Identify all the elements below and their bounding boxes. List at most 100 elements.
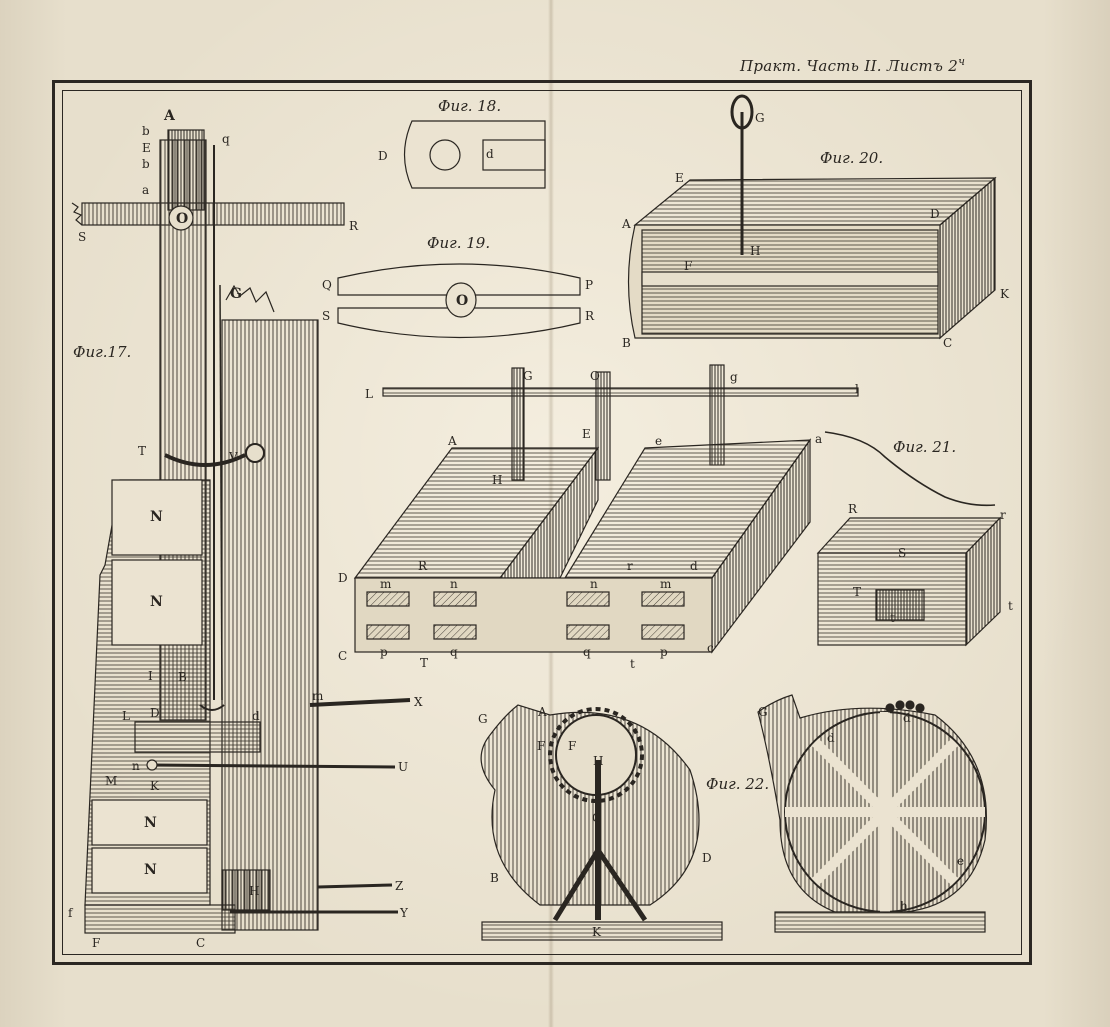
label-17-a: a — [142, 183, 149, 197]
label-21-A: A — [447, 434, 457, 448]
label-17-O: O — [176, 211, 188, 227]
plate-header: Практ. Часть II. Листъ 2ч — [740, 55, 1040, 81]
label-17-m: m — [312, 689, 324, 703]
lever-ll — [382, 387, 859, 397]
figure-19 — [337, 263, 581, 339]
block-n1 — [111, 479, 203, 556]
wheel-bolts — [885, 700, 925, 713]
figure-17 — [71, 129, 411, 934]
wheel-housing-left — [480, 704, 700, 906]
label-17-n: n — [132, 759, 140, 773]
label-17-E: E — [142, 141, 151, 155]
label-21-e: e — [655, 434, 662, 448]
label-21-m2: m — [660, 577, 672, 591]
post-hub-o — [168, 205, 194, 231]
label-21s-S: S — [898, 546, 906, 560]
ring-v — [245, 443, 265, 463]
label-21s-t2: t — [1008, 599, 1013, 613]
label-21-c: c — [707, 641, 714, 655]
column-broken-top — [225, 284, 275, 313]
label-17-C: C — [196, 936, 205, 950]
plate-sheet-suffix: ч — [958, 55, 966, 68]
label-21-R: R — [418, 559, 428, 573]
label-20-G: G — [755, 111, 765, 125]
label-19-O: O — [456, 293, 468, 309]
label-21-T: T — [420, 656, 428, 670]
label-21-p2: p — [660, 645, 668, 659]
hook-d — [199, 704, 225, 711]
label-21s-R: R — [848, 502, 858, 516]
label-20-F: F — [684, 259, 692, 273]
labels-fig19: Q P O S R — [322, 278, 595, 323]
label-17-B: B — [178, 670, 187, 684]
label-17-Y: Y — [399, 906, 409, 920]
labels-fig22-right: G d d e h — [758, 705, 964, 913]
label-20-E: E — [675, 171, 684, 185]
label-21-E: E — [582, 427, 591, 441]
label-22-F2: F — [568, 739, 576, 753]
label-22-D: D — [702, 851, 712, 865]
label-17-N4: N — [144, 862, 157, 878]
label-22-K: K — [592, 925, 602, 939]
label-20-C: C — [943, 336, 952, 350]
figure-22-left — [480, 704, 723, 941]
labels-fig21-main: L G O g l A E e a H D R r d m n n m C p … — [338, 369, 859, 671]
label-17-b1: b — [142, 124, 150, 138]
label-18-D: D — [378, 149, 388, 163]
label-20-H: H — [750, 244, 760, 258]
plate-18 — [403, 120, 546, 189]
figure-20 — [627, 94, 997, 340]
label-17-d: d — [252, 709, 260, 723]
front-slots — [366, 591, 685, 640]
label-17-b2: b — [142, 157, 150, 171]
label-20-D: D — [930, 207, 940, 221]
ring-n — [146, 759, 158, 771]
right-column — [221, 319, 319, 931]
post-top-block — [167, 129, 205, 211]
blade-top — [337, 263, 581, 296]
label-17-I: I — [148, 669, 153, 683]
label-21s-T: T — [853, 585, 861, 599]
label-20-B: B — [622, 336, 631, 350]
labels-fig20: G E A D H F K B C — [621, 111, 1010, 350]
caption-fig19: Фиг. 19. — [427, 234, 490, 252]
label-22-H: H — [593, 754, 603, 768]
label-19-S: S — [322, 309, 330, 323]
label-19-Q: Q — [322, 278, 332, 292]
front-face — [354, 577, 713, 653]
labels-fig21-small: R r S T t t — [848, 502, 1013, 625]
small-box-window — [875, 589, 925, 621]
label-17-f: f — [68, 906, 74, 920]
plate-frame-inner — [62, 90, 1022, 955]
label-18-d: d — [486, 147, 494, 161]
block-h — [221, 869, 271, 911]
label-17-N3: N — [144, 815, 157, 831]
callout-curve — [824, 431, 996, 507]
label-21s-t1: t — [890, 611, 895, 625]
label-17-V: V — [228, 450, 238, 464]
figure-21-main — [353, 364, 996, 654]
caption-fig20: Фиг. 20. — [820, 149, 883, 167]
rod-x — [309, 698, 411, 707]
base-right — [774, 911, 986, 933]
wheel-spokes — [785, 712, 985, 912]
label-22-F1: F — [537, 739, 545, 753]
label-22-G2: G — [592, 811, 602, 825]
base-fc — [84, 904, 236, 934]
label-19-R: R — [585, 309, 595, 323]
labels-fig18: D d — [378, 147, 494, 163]
label-22r-G: G — [758, 705, 768, 719]
labels-fig22-left: G A F F H G B D K — [478, 705, 712, 939]
label-22-G: G — [478, 712, 488, 726]
label-17-q: q — [222, 132, 230, 146]
label-21-a: a — [815, 432, 822, 446]
label-17-K: K — [150, 779, 160, 793]
rod-u — [149, 763, 396, 769]
figure-18 — [403, 120, 546, 189]
stand-legs — [552, 845, 648, 922]
box-top — [633, 177, 997, 226]
label-21-q1: q — [450, 645, 458, 659]
label-22r-d1: d — [827, 731, 835, 745]
label-21-n2: n — [590, 577, 598, 591]
